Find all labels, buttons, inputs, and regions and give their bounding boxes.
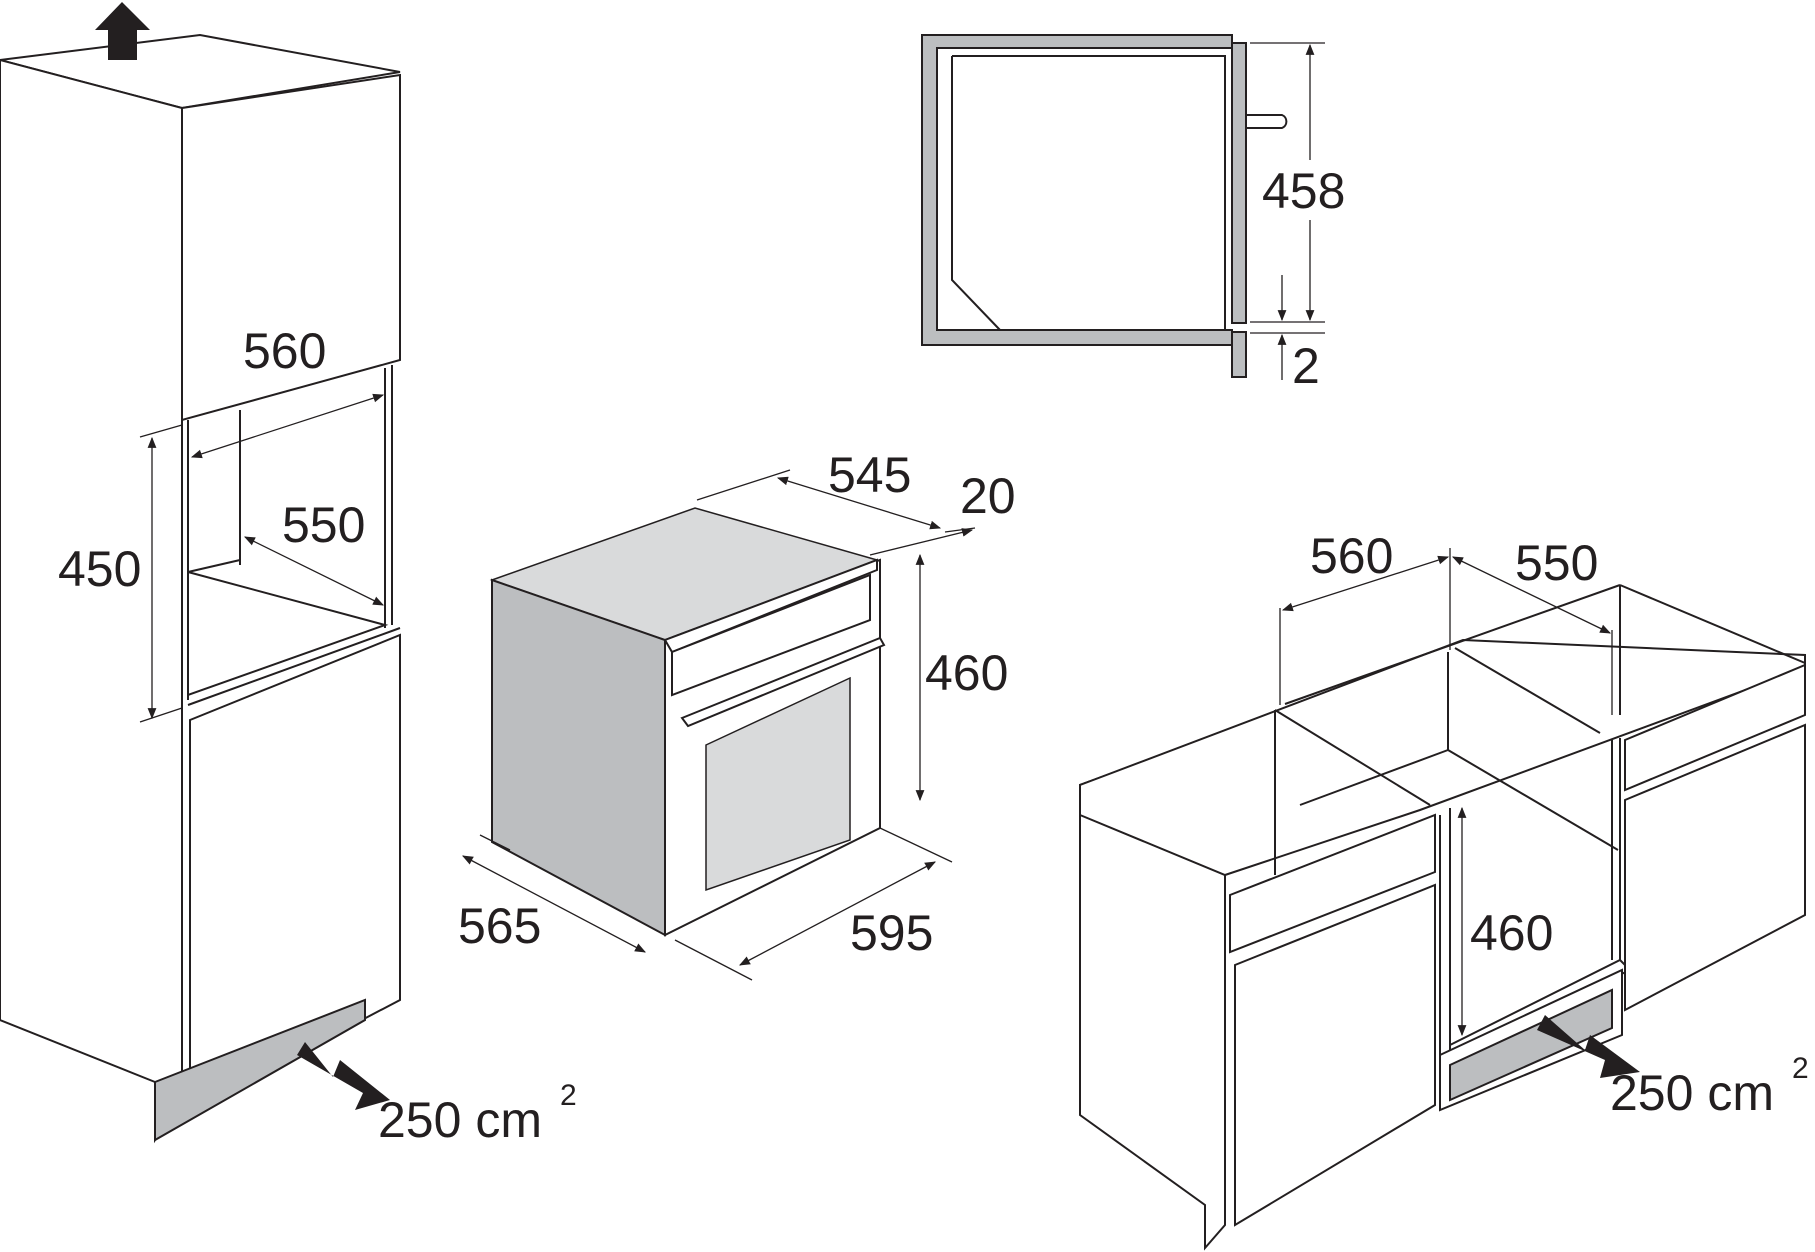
section-frame bbox=[921, 34, 1233, 346]
left-vent-sup: 2 bbox=[560, 1079, 577, 1112]
upper-door bbox=[181, 73, 401, 422]
section-panel bbox=[1231, 42, 1247, 324]
section-gap-label: 2 bbox=[1292, 338, 1320, 394]
section-height-label: 458 bbox=[1262, 163, 1345, 219]
right-height-label: 460 bbox=[1470, 905, 1553, 961]
cabinet-side-panel bbox=[0, 58, 183, 1144]
inlet-arrow-icon bbox=[297, 1042, 390, 1110]
oven-side bbox=[491, 578, 666, 937]
oven-depth-label: 545 bbox=[828, 447, 911, 503]
right-vent-sup: 2 bbox=[1792, 1052, 1809, 1085]
right-door bbox=[1624, 723, 1806, 1012]
oven-width-label: 595 bbox=[850, 905, 933, 961]
right-drawer bbox=[1624, 663, 1806, 792]
oven-front-lip bbox=[663, 558, 878, 654]
left-door bbox=[1234, 883, 1436, 1227]
undercounter-cabinet: 560 550 460 250 cm 2 bbox=[1079, 528, 1809, 1251]
inlet-arrow-icon bbox=[1537, 1015, 1640, 1078]
oven-window bbox=[705, 676, 851, 892]
right-depth-label: 550 bbox=[1515, 535, 1598, 591]
left-width-label: 560 bbox=[243, 323, 326, 379]
control-panel bbox=[671, 573, 871, 697]
vent-grille bbox=[1449, 988, 1613, 1102]
right-width-label: 560 bbox=[1310, 528, 1393, 584]
oven-height-label: 460 bbox=[925, 645, 1008, 701]
left-drawer bbox=[1229, 813, 1436, 954]
oven-front-depth-label: 20 bbox=[960, 468, 1016, 524]
left-depth-label: 550 bbox=[282, 497, 365, 553]
worktop bbox=[1079, 638, 1806, 877]
lower-door bbox=[189, 633, 401, 1112]
oven-handle bbox=[680, 636, 886, 728]
section-detail: 458 2 bbox=[921, 34, 1345, 394]
tall-cabinet: 560 550 450 250 cm 2 bbox=[0, 2, 577, 1148]
right-vent-label: 250 cm bbox=[1610, 1065, 1774, 1121]
oven-unit: 545 20 460 565 595 bbox=[458, 447, 1016, 981]
left-vent-label: 250 cm bbox=[378, 1092, 542, 1148]
left-height-label: 450 bbox=[58, 541, 141, 597]
plinth bbox=[154, 998, 366, 1142]
section-lower-panel bbox=[1231, 331, 1247, 378]
oven-side-label: 565 bbox=[458, 898, 541, 954]
exhaust-arrow-icon bbox=[95, 2, 150, 60]
